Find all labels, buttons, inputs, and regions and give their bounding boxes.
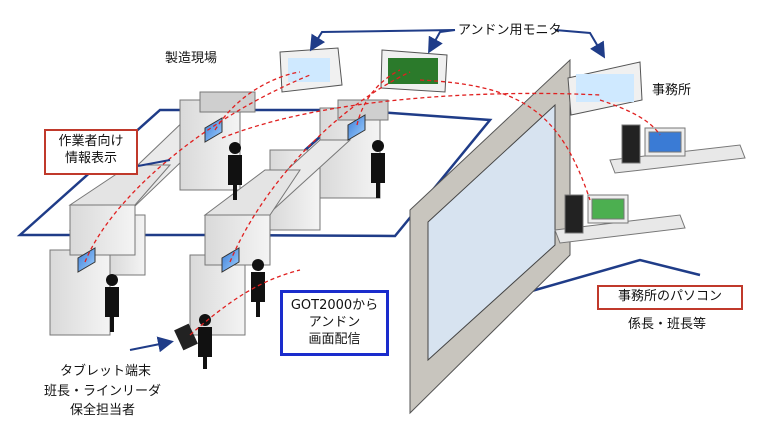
tablet-users-line1: 班長・ラインリーダ	[44, 384, 162, 399]
callout-lines	[129, 159, 174, 353]
andon-monitor-label: アンドン用モニタ	[458, 23, 562, 38]
office-label: 事務所	[652, 83, 692, 98]
andon-arrows	[309, 29, 606, 59]
andon-monitor-2	[380, 49, 448, 93]
office-pc-label: 事務所のパソコン	[617, 289, 722, 304]
office-pc-box: 事務所のパソコン	[597, 285, 743, 310]
got-line2: アンドン	[308, 315, 361, 330]
andon-monitor-3	[567, 61, 643, 116]
office-pc-users-label: 係長・班長等	[628, 317, 707, 332]
office-desk-1	[609, 124, 746, 174]
andon-monitor-1	[279, 47, 343, 93]
office-floor-outline	[496, 258, 701, 303]
worker-info-line2: 情報表示	[64, 151, 117, 166]
got-line3: 画面配信	[308, 332, 361, 347]
tablet-terminal-label: タブレット端末	[60, 364, 152, 379]
worker-info-box: 作業者向け 情報表示	[44, 129, 138, 175]
got-distribution-box: GOT2000から アンドン 画面配信	[280, 290, 389, 356]
workers	[105, 140, 385, 369]
tablet-users-line2: 保全担当者	[70, 403, 136, 418]
network-dashed-lines	[84, 69, 661, 336]
production-line-front-left	[49, 164, 172, 336]
manufacturing-site-label: 製造現場	[165, 51, 218, 66]
worker-info-line1: 作業者向け	[58, 134, 124, 149]
got-line1: GOT2000から	[290, 298, 379, 313]
wall	[409, 58, 571, 415]
office-desk-2	[554, 194, 686, 244]
tablet-icon	[174, 323, 198, 351]
